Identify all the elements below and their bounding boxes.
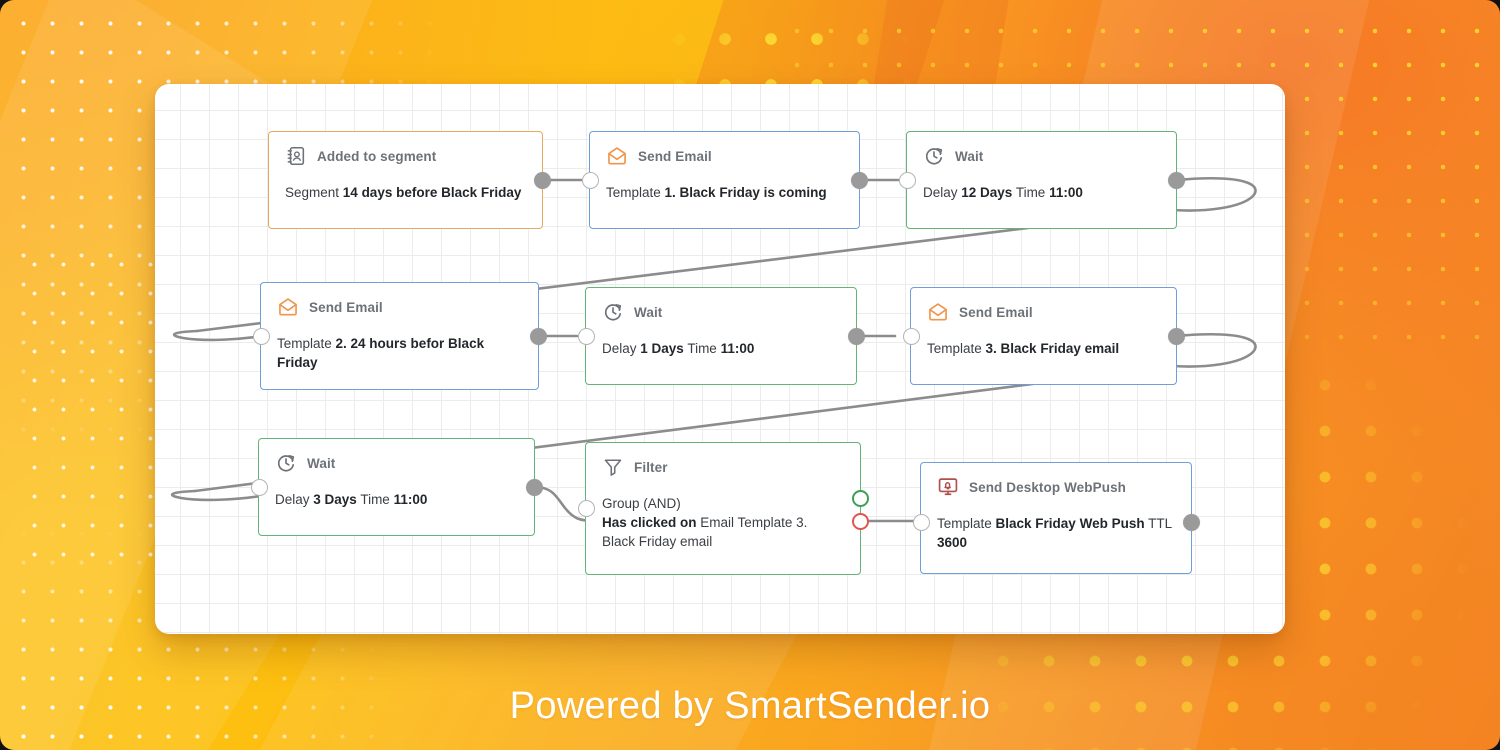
node-body: Segment 14 days before Black Friday bbox=[285, 185, 522, 200]
filter-true-port[interactable] bbox=[851, 490, 869, 507]
filter-false-port[interactable] bbox=[851, 513, 869, 530]
node-header: Wait bbox=[586, 288, 856, 333]
output-port[interactable] bbox=[1167, 327, 1185, 345]
node-header: Filter bbox=[586, 443, 860, 488]
input-port[interactable] bbox=[577, 327, 595, 345]
edge-loop-into-email2 bbox=[172, 329, 265, 342]
envelope-open-icon bbox=[608, 147, 626, 165]
node-title: Send Email bbox=[959, 304, 1033, 320]
node-body: Delay 1 Days Time 11:00 bbox=[602, 341, 755, 356]
node-title: Send Email bbox=[309, 299, 383, 315]
output-port[interactable] bbox=[533, 171, 551, 189]
node-body: Group (AND)Has clicked on Email Template… bbox=[602, 496, 808, 550]
input-port[interactable] bbox=[252, 327, 270, 345]
output-port[interactable] bbox=[1182, 513, 1200, 531]
node-title: Wait bbox=[634, 304, 663, 320]
desktop-bell-icon bbox=[938, 478, 958, 496]
node-send-email-1[interactable]: Send Email Template 1. Black Friday is c… bbox=[581, 131, 868, 229]
clock-rotate-icon bbox=[277, 455, 295, 472]
node-title: Wait bbox=[955, 148, 984, 164]
node-header: Wait bbox=[907, 132, 1176, 177]
output-port[interactable] bbox=[1167, 171, 1185, 189]
node-header: Send Email bbox=[590, 132, 859, 177]
edge-wait12-loop bbox=[1171, 177, 1257, 212]
edge-loop-into-wait3 bbox=[170, 489, 263, 502]
node-header: Added to segment bbox=[269, 132, 542, 177]
edge-email3-loop bbox=[1171, 333, 1257, 368]
node-send-desktop-webpush[interactable]: Send Desktop WebPush Template Black Frid… bbox=[912, 462, 1200, 574]
node-title: Send Desktop WebPush bbox=[969, 479, 1127, 495]
node-wait-1-day[interactable]: Wait Delay 1 Days Time 11:00 bbox=[577, 287, 865, 385]
node-title: Send Email bbox=[638, 148, 712, 164]
node-body: Delay 12 Days Time 11:00 bbox=[923, 185, 1083, 200]
node-body: Delay 3 Days Time 11:00 bbox=[275, 492, 428, 507]
node-filter-has-clicked[interactable]: Filter Group (AND)Has clicked on Email T… bbox=[577, 442, 869, 575]
output-port[interactable] bbox=[850, 171, 868, 189]
workflow-canvas[interactable]: Added to segment Segment 14 days before … bbox=[155, 84, 1285, 634]
clock-rotate-icon bbox=[604, 304, 622, 321]
node-send-email-2[interactable]: Send Email Template 2. 24 hours befor Bl… bbox=[252, 282, 547, 390]
input-port[interactable] bbox=[577, 499, 595, 517]
node-added-to-segment[interactable]: Added to segment Segment 14 days before … bbox=[268, 131, 551, 229]
node-wait-12-days[interactable]: Wait Delay 12 Days Time 11:00 bbox=[898, 131, 1185, 229]
input-port[interactable] bbox=[902, 327, 920, 345]
output-port[interactable] bbox=[847, 327, 865, 345]
funnel-icon bbox=[604, 459, 622, 476]
output-port[interactable] bbox=[525, 478, 543, 496]
envelope-open-icon bbox=[929, 303, 947, 321]
input-port[interactable] bbox=[581, 171, 599, 189]
output-port[interactable] bbox=[529, 327, 547, 345]
footer-branding: Powered by SmartSender.io bbox=[509, 685, 991, 727]
edge-wait3-to-filter bbox=[533, 485, 597, 523]
node-title: Added to segment bbox=[317, 148, 437, 164]
node-body: Template 1. Black Friday is coming bbox=[606, 185, 827, 200]
node-header: Wait bbox=[259, 439, 534, 484]
node-header: Send Email bbox=[261, 283, 538, 328]
input-port[interactable] bbox=[912, 513, 930, 531]
node-body: Template 3. Black Friday email bbox=[927, 341, 1120, 356]
node-header: Send Desktop WebPush bbox=[921, 463, 1191, 508]
input-port[interactable] bbox=[898, 171, 916, 189]
node-header: Send Email bbox=[911, 288, 1176, 333]
node-body: Template 2. 24 hours befor Black Friday bbox=[277, 336, 485, 371]
address-book-icon bbox=[287, 146, 305, 166]
node-send-email-3[interactable]: Send Email Template 3. Black Friday emai… bbox=[902, 287, 1185, 385]
envelope-open-icon bbox=[279, 298, 297, 316]
input-port[interactable] bbox=[250, 478, 268, 496]
node-title: Filter bbox=[634, 459, 668, 475]
node-wait-3-days[interactable]: Wait Delay 3 Days Time 11:00 bbox=[250, 438, 543, 536]
clock-rotate-icon bbox=[925, 148, 943, 165]
node-body: Template Black Friday Web Push TTL 3600 bbox=[937, 516, 1172, 551]
node-title: Wait bbox=[307, 455, 336, 471]
